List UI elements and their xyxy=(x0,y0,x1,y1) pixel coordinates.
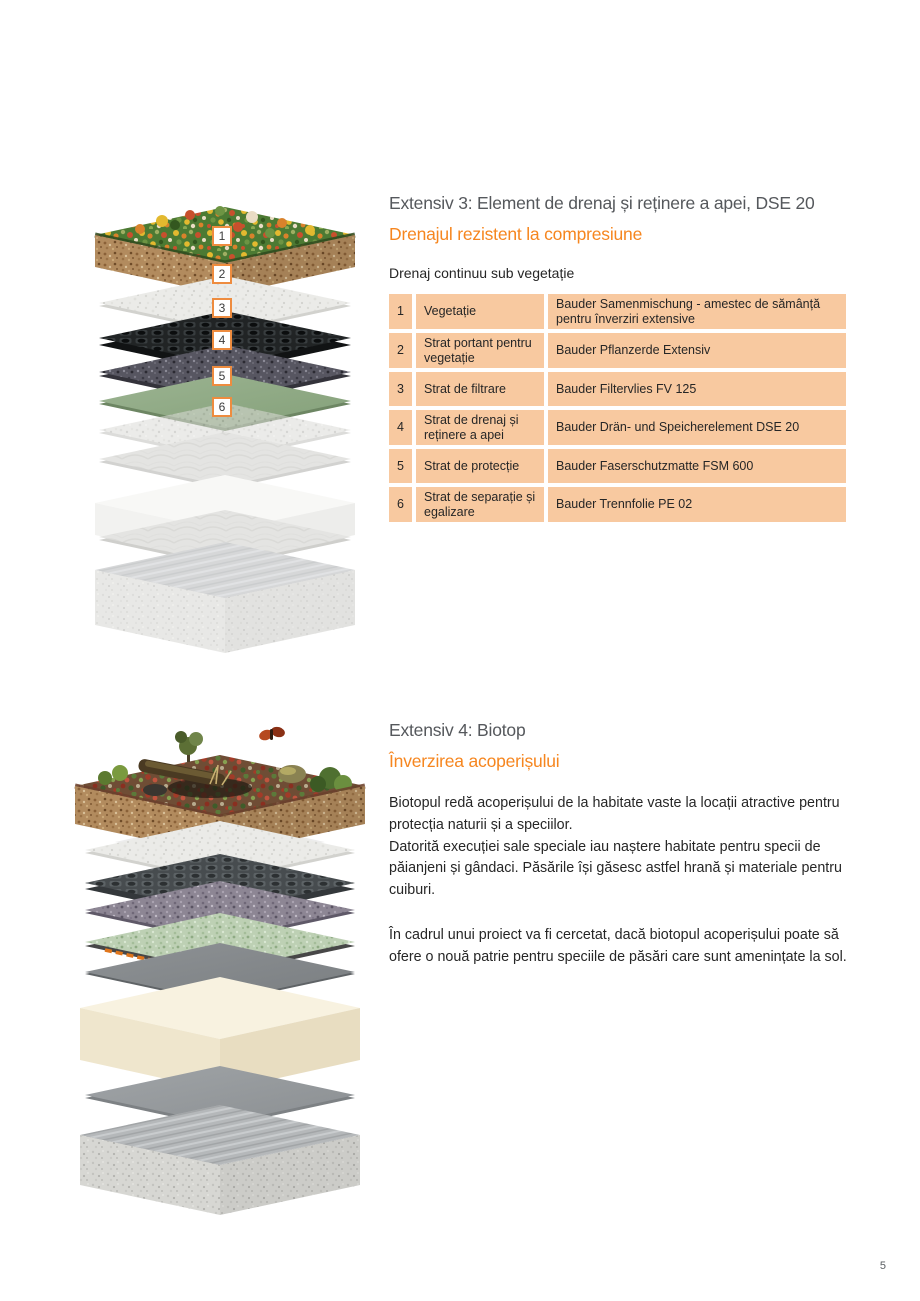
layer-label-4: 4 xyxy=(212,330,232,350)
section1-subtitle: Drenajul rezistent la compresiune xyxy=(389,224,643,244)
layer-label-3: 3 xyxy=(212,298,232,318)
table-cell-product: Bauder Pflanzerde Extensiv xyxy=(548,333,846,368)
layer-label-5: 5 xyxy=(212,366,232,386)
extensiv4-layer-diagram xyxy=(60,720,370,1220)
filter-fleece-layer xyxy=(85,821,355,882)
table-cell-number: 5 xyxy=(389,449,412,483)
biotop-vegetation-block xyxy=(74,726,366,855)
insulation-block xyxy=(80,977,360,1091)
page-number: 5 xyxy=(879,1260,886,1272)
extensiv4-diagram-svg xyxy=(74,726,366,1215)
layer-label-2: 2 xyxy=(212,264,232,284)
table-cell-number: 4 xyxy=(389,410,412,445)
section2-title: Extensiv 4: Biotop xyxy=(389,720,526,740)
membrane-layer xyxy=(85,943,355,1003)
section2-subtitle: Înverzirea acoperișului xyxy=(389,751,560,771)
concrete-deck xyxy=(80,1105,360,1215)
layer-table: 1 Vegetație Bauder Samenmischung - amest… xyxy=(389,294,846,522)
extensiv3-layer-diagram: 1 2 3 4 5 6 xyxy=(70,185,370,685)
layer-label-6: 6 xyxy=(212,397,232,417)
extensiv4-section: Extensiv 4: Biotop Înverzirea acoperișul… xyxy=(389,718,859,969)
layer-label-1: 1 xyxy=(212,226,232,246)
extensiv3-diagram-svg xyxy=(94,206,356,653)
table-cell-product: Bauder Faserschutzmatte FSM 600 xyxy=(548,449,846,483)
butterfly-icon xyxy=(259,726,285,741)
table-cell-product: Bauder Drän- und Speicherelement DSE 20 xyxy=(548,410,846,445)
table-cell-product: Bauder Samenmischung - amestec de sămânț… xyxy=(548,294,846,329)
shrub-stem xyxy=(187,748,190,762)
table-cell-number: 1 xyxy=(389,294,412,329)
dried-grass xyxy=(209,764,232,786)
table-cell-product: Bauder Filtervlies FV 125 xyxy=(548,372,846,406)
table-cell-number: 3 xyxy=(389,372,412,406)
table-cell-number: 2 xyxy=(389,333,412,368)
table-cell-product: Bauder Trennfolie PE 02 xyxy=(548,487,846,522)
section1-title: Extensiv 3: Element de drenaj și reținer… xyxy=(389,193,815,213)
extensiv3-section: Extensiv 3: Element de drenaj și reținer… xyxy=(389,191,859,522)
table-cell-layer: Strat de protecție xyxy=(416,449,544,483)
log-shadow xyxy=(168,778,252,798)
faded-roof-build-up xyxy=(95,403,355,653)
membrane-layer-2 xyxy=(85,1066,355,1127)
edge-print xyxy=(104,948,207,974)
table-cell-layer: Strat de separație și egalizare xyxy=(416,487,544,522)
table-cell-layer: Strat de filtrare xyxy=(416,372,544,406)
table-cell-layer: Vegetație xyxy=(416,294,544,329)
rock-dark xyxy=(143,784,167,796)
section1-intro: Drenaj continuu sub vegetație xyxy=(389,265,575,281)
table-cell-layer: Strat de drenaj și reținere a apei xyxy=(416,410,544,445)
section2-paragraph-2: În cadrul unui proiect va fi cercetat, d… xyxy=(389,926,847,965)
table-cell-layer: Strat portant pentru vegetație xyxy=(416,333,544,368)
table-cell-number: 6 xyxy=(389,487,412,522)
section2-paragraph-1: Biotopul redă acoperișului de la habitat… xyxy=(389,795,842,899)
